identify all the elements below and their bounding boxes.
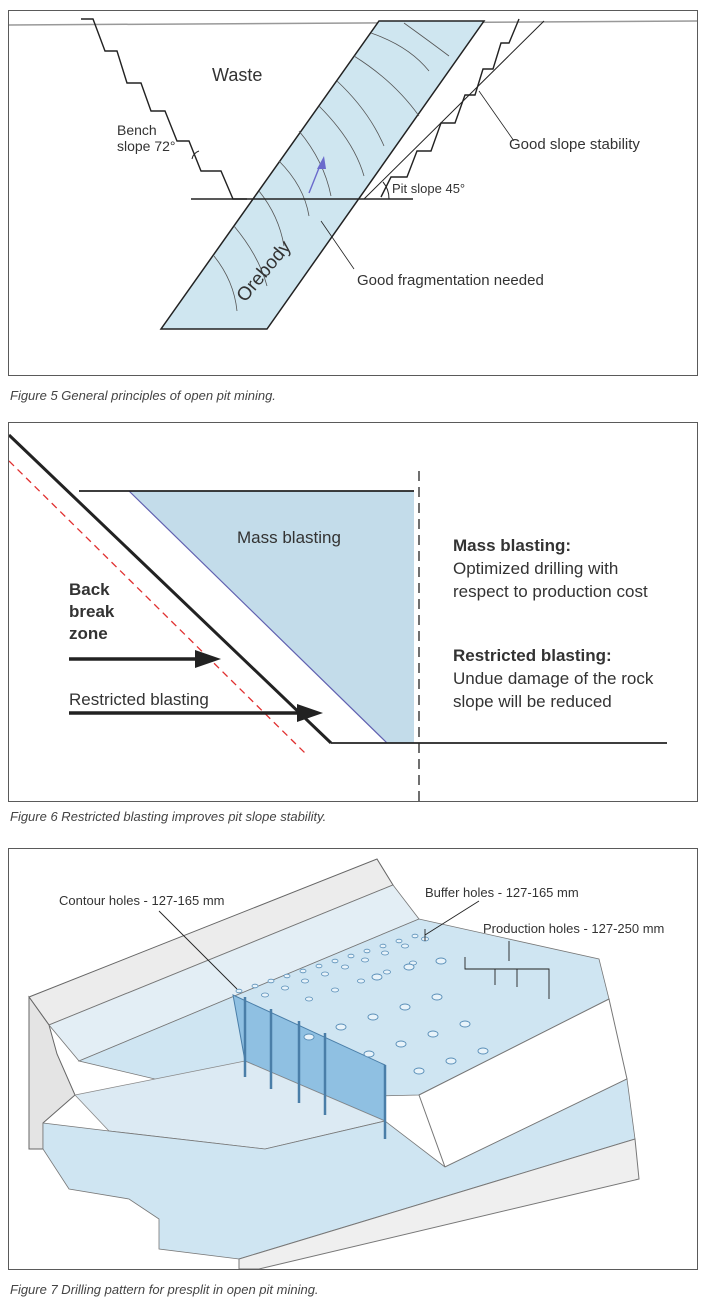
production-holes: [303, 957, 489, 1075]
figure-6-caption: Figure 6 Restricted blasting improves pi…: [10, 809, 327, 824]
mass-blasting-legend-line1: Optimized drilling with: [453, 559, 618, 578]
restricted-blasting-legend-title: Restricted blasting:: [453, 646, 612, 665]
restricted-blasting-legend-line1: Undue damage of the rock: [453, 669, 654, 688]
production-holes-bracket: [464, 941, 550, 999]
mass-blasting-legend-title: Mass blasting:: [453, 536, 571, 555]
figure-5-panel: Waste Bench slope 72° Good slope stabili…: [8, 10, 698, 376]
mass-zone-slope-edge: [128, 490, 388, 744]
restricted-blasting-legend-line2: slope will be reduced: [453, 692, 612, 711]
contour-holes-label: Contour holes - 127-165 mm: [59, 893, 224, 908]
back-break-arrowhead: [195, 650, 221, 668]
back-break-line: [9, 460, 306, 754]
orebody-joint-lines: [213, 22, 450, 312]
orebody-shape: [159, 20, 486, 330]
good-fragmentation-label: Good fragmentation needed: [357, 272, 544, 289]
back-break-zone-label: Back break zone: [69, 580, 119, 643]
ore-flow-arrowhead: [317, 156, 326, 169]
waste-label: Waste: [212, 65, 262, 85]
pit-slope-line: [363, 20, 545, 200]
buffer-holes-leader: [424, 900, 480, 941]
figure-6-panel: Mass blasting Back break zone Restricted…: [8, 422, 698, 802]
contour-holes-leader: [158, 910, 238, 990]
contour-drill-holes: [243, 997, 387, 1139]
pit-slope-label: Pit slope 45°: [392, 181, 465, 196]
restricted-blasting-label: Restricted blasting: [69, 690, 209, 709]
figure-7-diagram: Contour holes - 127-165 mm Buffer holes …: [28, 858, 664, 1269]
bench-slope-label: Bench slope 72°: [117, 122, 176, 154]
production-holes-label: Production holes - 127-250 mm: [483, 921, 664, 936]
final-pit-wall: [9, 433, 333, 745]
figure-6-diagram: Mass blasting Back break zone Restricted…: [9, 433, 667, 801]
figure-7-panel: Contour holes - 127-165 mm Buffer holes …: [8, 848, 698, 1270]
left-rock-face: [28, 995, 76, 1150]
mass-blasting-zone: [129, 491, 414, 743]
buffer-holes-label: Buffer holes - 127-165 mm: [425, 885, 579, 900]
pit-slope-angle-arc: [382, 181, 390, 200]
mass-blasting-label: Mass blasting: [237, 528, 341, 547]
bench-steps-left: [81, 18, 247, 200]
figure-5-diagram: Waste Bench slope 72° Good slope stabili…: [9, 18, 697, 330]
good-slope-stability-label: Good slope stability: [509, 136, 640, 153]
contour-holes-row: [235, 933, 419, 994]
bench-slope-angle-arc: [191, 150, 200, 160]
figure-5-caption: Figure 5 General principles of open pit …: [10, 388, 276, 403]
restricted-arrowhead: [297, 704, 323, 722]
figure-7-caption: Figure 7 Drilling pattern for presplit i…: [10, 1282, 319, 1297]
ground-surface: [9, 20, 697, 26]
fragmentation-leader: [320, 220, 355, 270]
front-ground-face: [238, 1138, 640, 1269]
bench-steps-right: [380, 18, 520, 198]
mass-blasting-legend-line2: respect to production cost: [453, 582, 648, 601]
slope-stability-leader: [478, 90, 515, 142]
